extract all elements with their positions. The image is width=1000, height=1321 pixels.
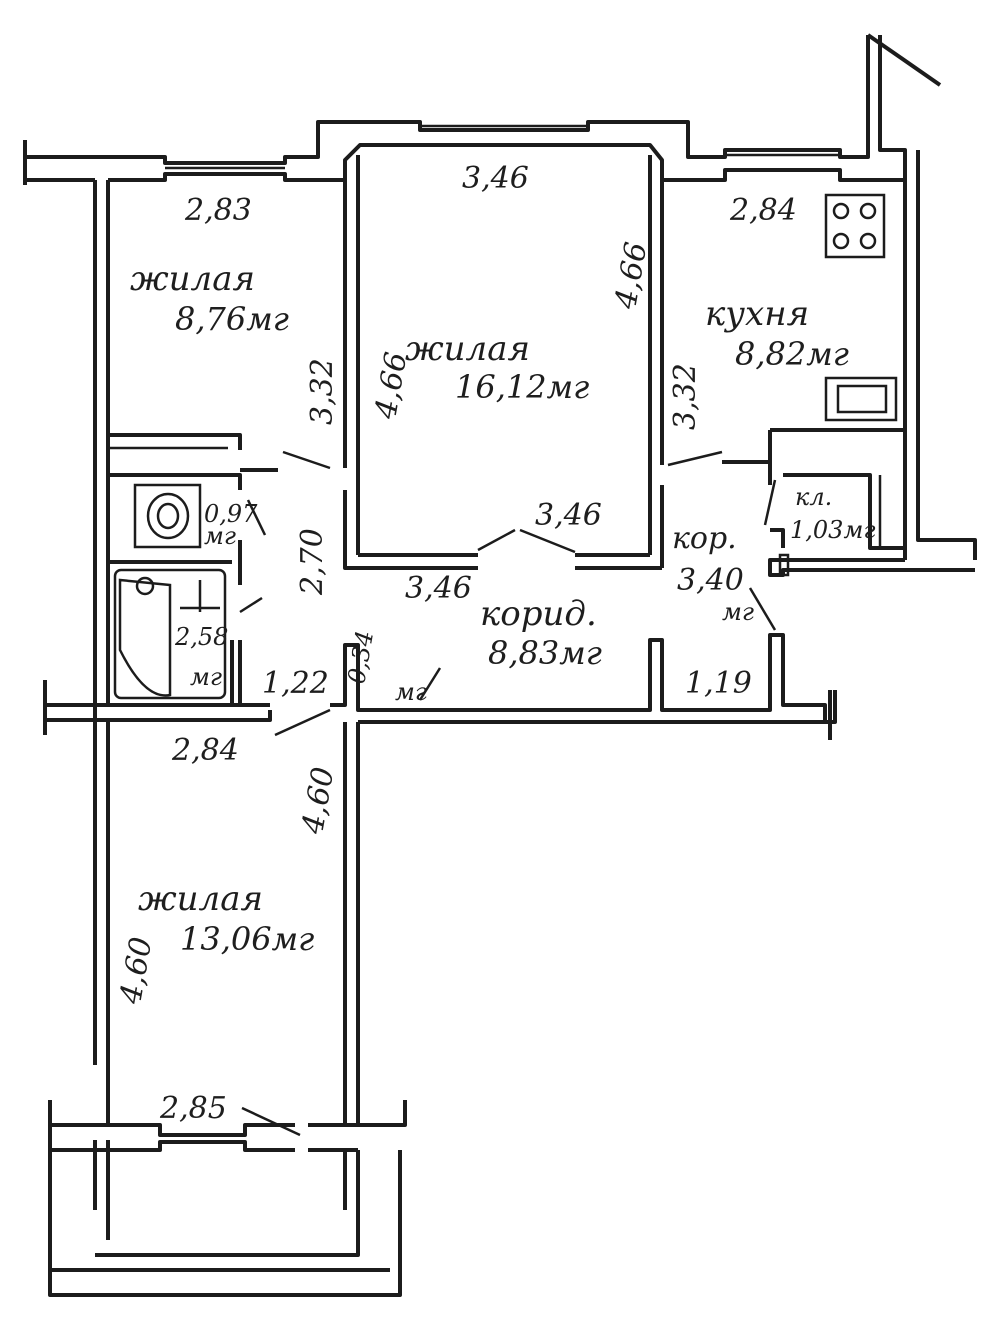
room-area-living-bottom: 13,06мг [180, 920, 314, 958]
room-unit-corridor-small: мг [722, 598, 754, 626]
dim-entry-width: 1,22 [262, 666, 329, 701]
room-area-bathroom: 2,58 [174, 623, 228, 651]
sink-icon [824, 376, 898, 422]
walls [23, 33, 977, 1297]
room-name-pantry: кл. [795, 483, 832, 511]
room-area-living-top-left: 8,76мг [175, 300, 289, 338]
dim-top-left-width: 2,83 [184, 193, 252, 228]
room-name-living-center: жилая [405, 329, 530, 369]
dimension-labels: 2,83 3,32 3,46 4,66 4,66 3,46 2,84 3,32 … [113, 161, 797, 1126]
room-area-corridor-small: 3,40 [677, 563, 744, 598]
room-area-pantry: 1,03мг [790, 516, 875, 544]
room-name-corridor-small: кор. [672, 521, 737, 556]
room-area-toilet: 0,97 [204, 500, 258, 528]
toilet-icon [133, 483, 202, 549]
wall-top-facade [25, 35, 870, 165]
dim-hall-height: 2,70 [295, 528, 330, 596]
room-unit-toilet: мг [204, 522, 236, 550]
room-unit-bathroom: мг [190, 663, 222, 691]
dim-kitchen-height: 3,32 [668, 363, 703, 430]
dim-bottom-room-left-height: 4,60 [113, 935, 159, 1008]
bathtub-icon [113, 568, 227, 700]
room-area-kitchen: 8,82мг [735, 335, 849, 373]
dim-balcony-width: 2,85 [159, 1091, 227, 1126]
dim-bottom-room-width: 2,84 [171, 733, 239, 768]
dim-right-passage-width: 1,19 [685, 666, 752, 701]
dim-center-right-height: 4,66 [608, 240, 654, 313]
stove-icon [824, 193, 886, 259]
dim-center-left-height: 4,66 [368, 350, 414, 423]
room-name-living-top-left: жилая [130, 259, 255, 299]
room-area-closet: 0,34 [342, 629, 379, 686]
dim-kitchen-width: 2,84 [729, 193, 797, 228]
room-name-living-bottom: жилая [138, 879, 263, 919]
room-area-living-center: 16,12мг [455, 368, 589, 406]
room-unit-closet: мг [395, 678, 427, 706]
fixtures [113, 193, 898, 1137]
dim-bottom-room-right-height: 4,60 [295, 765, 341, 838]
room-name-kitchen: кухня [705, 294, 809, 334]
dim-center-bottom-width: 3,46 [535, 498, 602, 533]
dim-center-top-width: 3,46 [462, 161, 529, 196]
dim-corridor-width: 3,46 [405, 571, 472, 606]
room-name-corridor: корид. [480, 594, 597, 634]
room-area-corridor: 8,83мг [488, 634, 602, 672]
room-labels: жилая 8,76мг жилая 16,12мг кухня 8,82мг … [130, 259, 875, 958]
dim-top-left-height: 3,32 [305, 358, 340, 425]
